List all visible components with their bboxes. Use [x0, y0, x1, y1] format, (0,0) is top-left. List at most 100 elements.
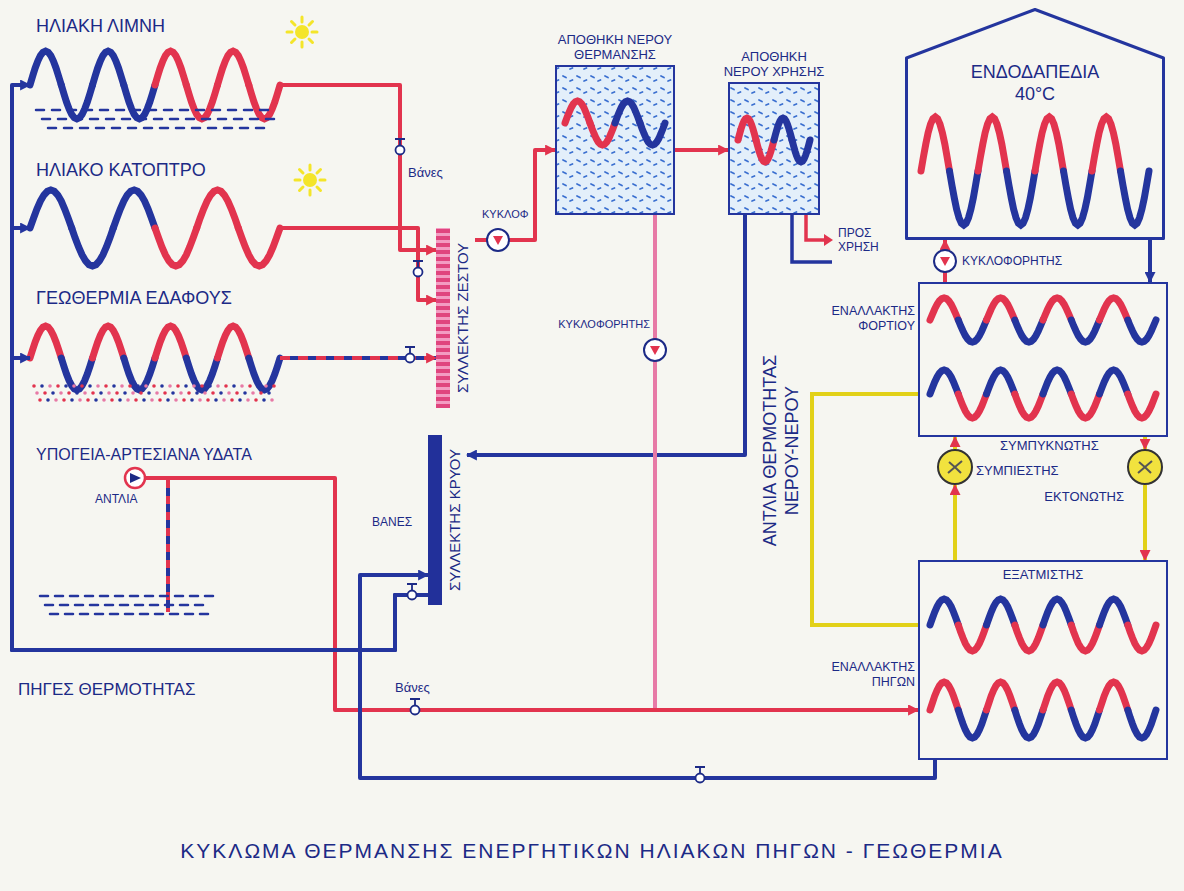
pipe-connector [955, 437, 956, 449]
circulator-symbol [934, 250, 956, 272]
ground-mark [222, 398, 226, 402]
coil-segment [249, 358, 280, 390]
coil-segment [1071, 320, 1099, 342]
ground-mark [174, 398, 178, 402]
water-mark [120, 604, 128, 607]
coil-segment [1015, 320, 1043, 342]
coil-segment [1071, 710, 1099, 738]
water-mark [130, 595, 138, 598]
coil-segment [792, 140, 810, 162]
coil-segment [1071, 394, 1099, 418]
coil-segment [1100, 682, 1128, 710]
water-mark [234, 118, 242, 121]
ground-mark [48, 384, 52, 388]
pipe-line [360, 575, 935, 778]
coil-segment [155, 326, 186, 358]
ground-mark [160, 384, 164, 388]
water-mark [250, 118, 258, 121]
water-mark [155, 613, 163, 616]
ground-mark [43, 391, 47, 395]
pipe-connector [675, 150, 728, 151]
coil-segment [61, 358, 92, 390]
coil-segment [930, 599, 958, 625]
coil-segment [640, 123, 665, 145]
ground-mark [126, 398, 130, 402]
water-mark [90, 118, 98, 121]
ground-mark [163, 391, 167, 395]
text-slot: ΥΠΟΓΕΙΑ-ΑΡΤΕΣΙΑΝΑ ΥΔΑΤΑ [36, 445, 252, 464]
water-mark [196, 109, 204, 112]
ground-mark [46, 398, 50, 402]
storage-tank: ΑΠΟΘΗΚΗ ΝΕΡΟΥ ΧΡΗΣΗΣ [728, 82, 820, 215]
water-mark [135, 604, 143, 607]
water-mark [96, 127, 104, 130]
coil-segment [590, 123, 615, 145]
tank-water-dots [728, 82, 820, 215]
storage-tank: ΑΠΟΘΗΚΗ ΝΕΡΟΥ ΘΕΡΜΑΝΣΗΣ [555, 65, 675, 215]
water-mark [192, 127, 200, 130]
pipe-connector [475, 150, 555, 240]
coil-segment [72, 228, 114, 266]
text-slot: ΕΝΑΛΛΑΚΤΗΣ ΠΗΓΩΝ [821, 660, 915, 690]
pipe-connector [655, 215, 918, 710]
tank-water [555, 65, 675, 215]
text-slot: ΓΕΩΘΕΡΜΙΑ ΕΔΑΦΟΥΣ [36, 288, 232, 310]
ground-mark [235, 391, 239, 395]
water-mark [170, 613, 178, 616]
ground-mark [118, 398, 122, 402]
coil-segment [218, 326, 249, 358]
collector-bar [428, 435, 442, 605]
ground-mark [216, 384, 220, 388]
ground-mark [227, 391, 231, 395]
ground-mark [150, 398, 154, 402]
coil-segment [1064, 171, 1093, 225]
ground-mark [158, 398, 162, 402]
ground-mark [134, 398, 138, 402]
text-slot: ΕΝΑΛΛΑΚΤΗΣ ΦΟΡΤΙΟΥ [821, 304, 915, 334]
label-slot: ΚΥΚΛΟΦΟΡΗΤΗΣ [558, 318, 650, 331]
water-mark [80, 127, 88, 130]
water-mark [202, 118, 210, 121]
water-mark [74, 118, 82, 121]
valve-symbol [407, 584, 417, 600]
ground-mark [155, 391, 159, 395]
water-mark [260, 109, 268, 112]
node-text: ΓΕΩΘΕΡΜΙΑ ΕΔΑΦΟΥΣ [36, 288, 232, 310]
water-mark [195, 604, 203, 607]
caption: ΚΥΚΛΩΜΑ ΘΕΡΜΑΝΣΗΣ ΕΝΕΡΓΗΤΙΚΩΝ ΗΛΙΑΚΩΝ ΠΗ… [180, 838, 1003, 863]
coil-segment [30, 326, 61, 358]
ground-mark [246, 398, 250, 402]
water-mark [224, 127, 232, 130]
well-pipe [166, 480, 170, 612]
ground-mark [240, 384, 244, 388]
ground-mark [224, 384, 228, 388]
coil-segment [218, 51, 249, 85]
heat-exchanger: ΕΝΑΛΛΑΚΤΗΣ ΦΟΡΤΙΟΥΣΥΜΠΥΚΝΩΤΗΣ [918, 282, 1168, 437]
label-slot: Βάνες [408, 165, 443, 181]
node-text: ΣΥΛΛΕΚΤΗΣ ΖΕΣΤΟΥ [454, 243, 472, 393]
valve-symbol [405, 347, 415, 363]
machine-symbol [939, 451, 971, 483]
pipe-line [12, 85, 428, 650]
ground-mark [99, 391, 103, 395]
coil-segment [124, 85, 155, 119]
ground-mark [166, 398, 170, 402]
water-mark [208, 127, 216, 130]
water-mark [125, 613, 133, 616]
annotation-label: ΚΥΚΛΟΦΟΡΗΤΗΣ [558, 318, 650, 331]
node-text: ΕΝΑΛΛΑΚΤΗΣ ΠΗΓΩΝ [821, 660, 915, 690]
coil-segment [615, 101, 640, 123]
water-mark [95, 613, 103, 616]
ground-mark [182, 398, 186, 402]
house-outline-path [907, 10, 1164, 239]
coil-segment [958, 710, 986, 738]
water-mark [48, 127, 56, 130]
water-mark [256, 127, 264, 130]
sun-icon [287, 17, 317, 47]
ground-mark [272, 384, 276, 388]
well-pipe [166, 480, 170, 612]
ground-mark [35, 391, 39, 395]
ground-mark [38, 398, 42, 402]
ground-mark [168, 384, 172, 388]
